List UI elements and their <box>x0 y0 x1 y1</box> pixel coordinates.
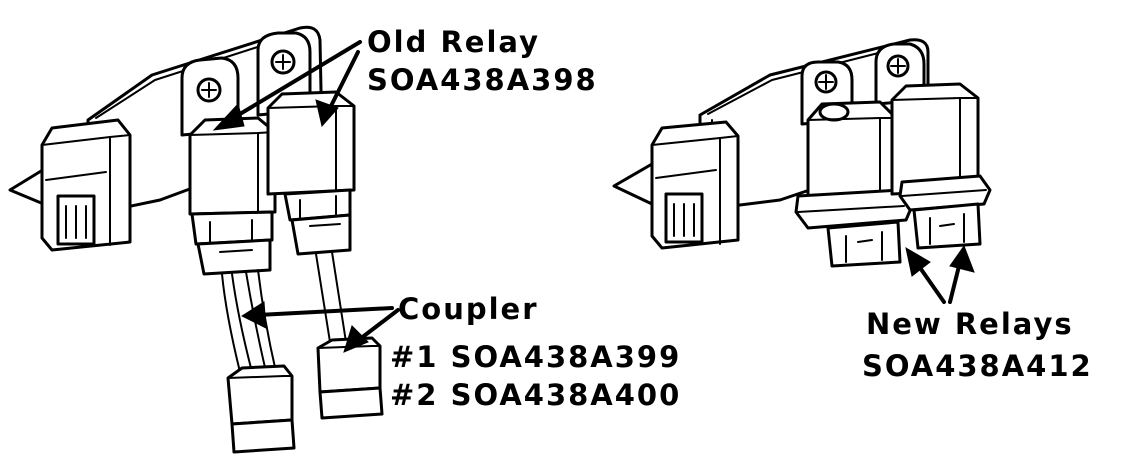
old-relay-part-number: SOA438A398 <box>367 63 598 97</box>
new-relays-title: New Relays <box>866 307 1074 341</box>
coupler-plug-1 <box>226 364 296 454</box>
coupler-2-part-number: #2 SOA438A400 <box>390 378 682 412</box>
new-relay-2 <box>890 82 992 250</box>
new-relay-assembly <box>612 38 992 304</box>
right-connector-block <box>650 120 740 250</box>
left-connector-block <box>40 118 132 252</box>
coupler-plug-2 <box>316 336 384 420</box>
old-relay-title: Old Relay <box>367 25 540 59</box>
coupler-title: Coupler <box>398 292 539 326</box>
new-relay-arrows <box>905 244 975 304</box>
old-relay-2 <box>266 90 356 256</box>
coupler-arrows <box>240 301 400 353</box>
new-relay-1 <box>794 100 914 268</box>
right-bracket-tab <box>612 162 654 206</box>
old-relay-1 <box>188 116 277 276</box>
new-relays-part-number: SOA438A412 <box>862 349 1093 383</box>
coupler-1-part-number: #1 SOA438A399 <box>390 340 682 374</box>
old-relay-arrows <box>212 40 362 131</box>
old-relay-assembly <box>8 25 400 454</box>
